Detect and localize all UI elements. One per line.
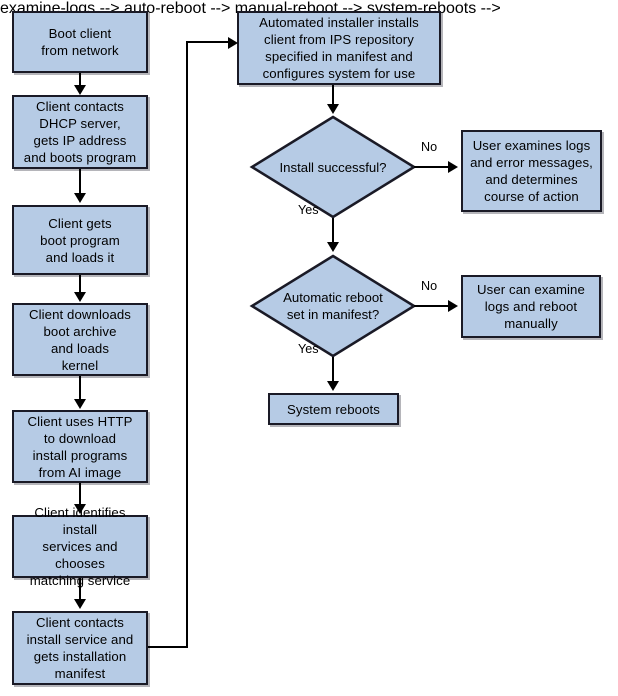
connector-bootprogram-to-bootarchive <box>79 275 81 293</box>
connector-manifest-right <box>148 646 188 648</box>
connector-dhcp-to-bootprogram <box>79 169 81 193</box>
node-examine-logs: User examines logs and error messages, a… <box>461 130 602 212</box>
connector-boot-to-dhcp <box>79 73 81 86</box>
node-install-successful: Install successful? <box>249 114 417 220</box>
connector-bootarchive-to-http <box>79 376 81 400</box>
connector-installer-to-decision1 <box>332 85 334 105</box>
node-system-reboots: System reboots <box>268 393 399 425</box>
connector-decision1-no <box>414 166 449 168</box>
node-identify-services: Client identifies install services and c… <box>12 505 148 588</box>
arrowhead-identify-to-manifest <box>74 599 86 609</box>
node-http-download: Client uses HTTP to download install pro… <box>12 410 148 483</box>
node-auto-reboot: Automatic reboot set in manifest? <box>249 253 417 359</box>
arrowhead-dhcp-to-bootprogram <box>74 193 86 203</box>
connector-manifest-to-installer <box>186 41 231 43</box>
arrowhead-bootarchive-to-http <box>74 399 86 409</box>
edge-label-reboot-yes: Yes <box>298 342 319 356</box>
arrowhead-decision2-no <box>448 300 458 312</box>
node-dhcp-server: Client contacts DHCP server, gets IP add… <box>12 95 148 169</box>
edge-label-install-yes: Yes <box>298 203 319 217</box>
arrowhead-bootprogram-to-bootarchive <box>74 292 86 302</box>
diamond-shape-install-successful <box>249 115 417 219</box>
arrowhead-http-to-identify <box>74 504 86 514</box>
connector-identify-to-manifest <box>79 578 81 600</box>
arrowhead-installer-to-decision1 <box>327 104 339 114</box>
connector-http-to-identify <box>79 483 81 505</box>
connector-manifest-up <box>186 41 188 648</box>
edge-label-reboot-no: No <box>421 279 438 293</box>
arrowhead-manifest-to-installer <box>228 37 238 49</box>
diamond-shape-auto-reboot <box>249 254 417 358</box>
connector-decision2-no <box>414 305 449 307</box>
arrowhead-boot-to-dhcp <box>74 85 86 95</box>
arrowhead-decision2-yes <box>327 381 339 391</box>
arrowhead-decision1-yes <box>327 242 339 252</box>
node-get-manifest: Client contacts install service and gets… <box>12 611 148 685</box>
edge-label-install-no: No <box>421 140 438 154</box>
node-manual-reboot: User can examine logs and reboot manuall… <box>461 275 601 338</box>
node-automated-installer: Automated installer installs client from… <box>237 11 441 85</box>
node-boot-program: Client gets boot program and loads it <box>12 205 148 275</box>
connector-decision1-yes <box>332 218 334 242</box>
arrowhead-decision1-no <box>448 161 458 173</box>
node-boot-archive: Client downloads boot archive and loads … <box>12 303 148 376</box>
connector-decision2-yes <box>332 357 334 382</box>
node-boot-client: Boot client from network <box>12 11 148 73</box>
